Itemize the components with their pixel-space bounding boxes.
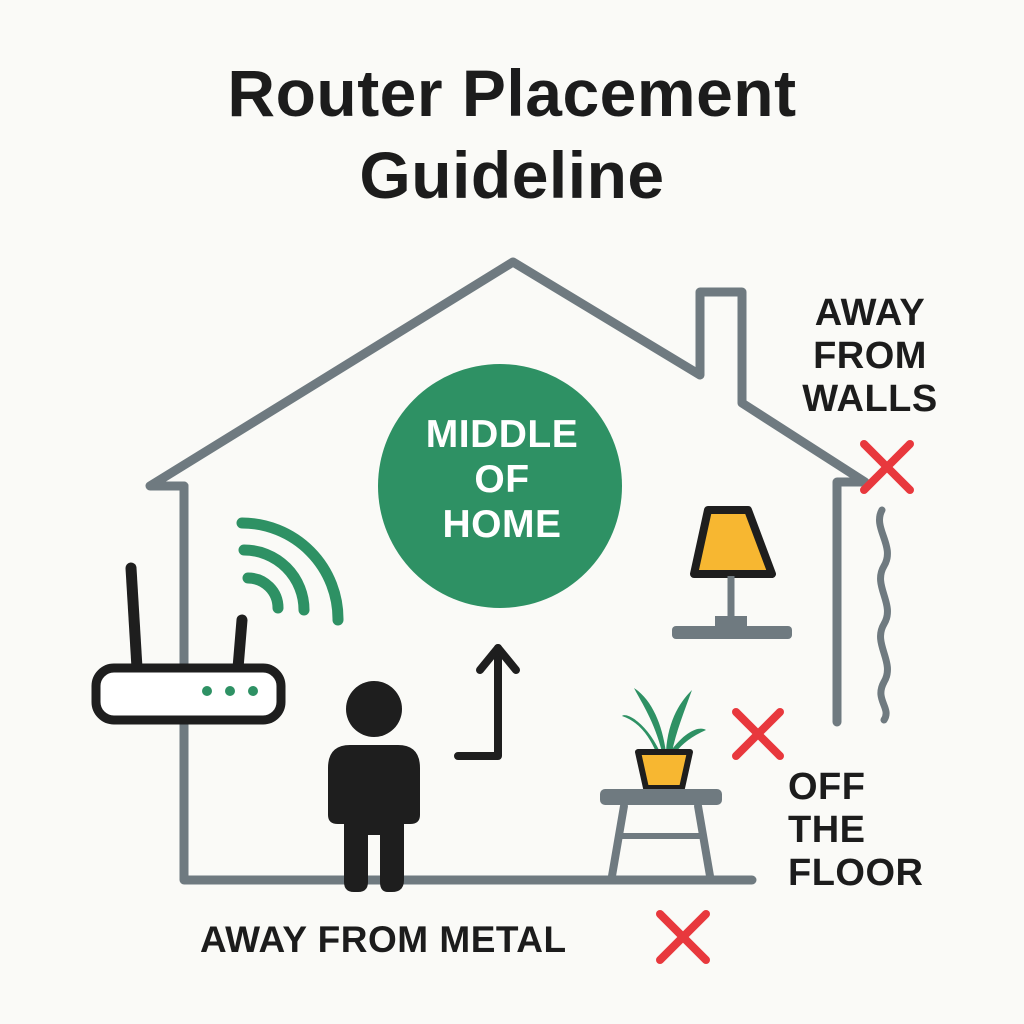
x-mark-icon (656, 910, 710, 964)
off-the-floor-line-3: FLOOR (788, 852, 924, 894)
page-title: Router Placement Guideline (0, 52, 1024, 216)
plant-icon (622, 688, 706, 791)
table-icon (600, 789, 722, 880)
middle-of-home-circle (378, 364, 622, 608)
away-from-walls-label: AWAY FROM WALLS (770, 292, 970, 421)
x-mark-icon (860, 440, 914, 494)
wavy-wall-icon (876, 506, 891, 724)
middle-of-home-line-3: HOME (442, 503, 562, 546)
away-from-walls-line-1: AWAY (814, 292, 926, 334)
arrow-icon (454, 644, 520, 760)
person-icon (328, 681, 420, 892)
x-mark-icon (732, 708, 784, 760)
middle-of-home-line-2: OF (474, 458, 530, 501)
away-from-metal-label: AWAY FROM METAL (200, 919, 567, 960)
lamp-icon (672, 506, 792, 639)
off-the-floor-label: OFF THE FLOOR (788, 766, 923, 895)
house-outline (145, 257, 870, 885)
title-line-1: Router Placement (227, 56, 797, 130)
router-icon (91, 562, 286, 725)
middle-of-home-label: MIDDLE OF HOME (382, 412, 622, 547)
off-the-floor-line-1: OFF (788, 766, 866, 808)
middle-of-home-line-1: MIDDLE (425, 413, 579, 456)
away-from-walls-line-3: WALLS (802, 378, 938, 420)
title-line-2: Guideline (359, 138, 665, 212)
wifi-signal-icon (236, 517, 344, 626)
off-the-floor-line-2: THE (788, 809, 866, 851)
away-from-walls-line-2: FROM (813, 335, 927, 377)
